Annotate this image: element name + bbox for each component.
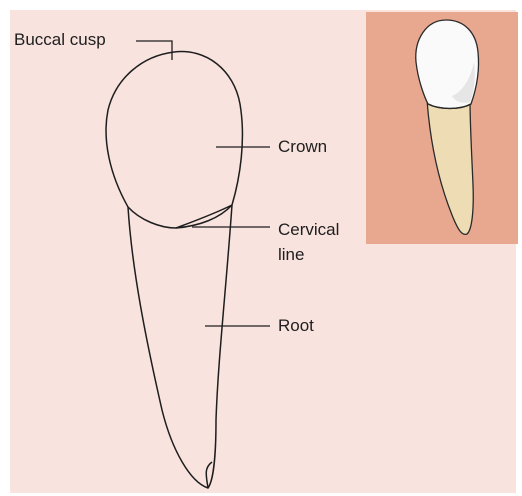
cervical-label-line2: line: [278, 245, 304, 265]
crown-label: Crown: [278, 137, 327, 157]
cervical-label-line1: Cervical: [278, 220, 339, 240]
buccal-cusp-label: Buccal cusp: [14, 30, 106, 50]
inset-panel: [366, 12, 518, 244]
root-label: Root: [278, 316, 314, 336]
